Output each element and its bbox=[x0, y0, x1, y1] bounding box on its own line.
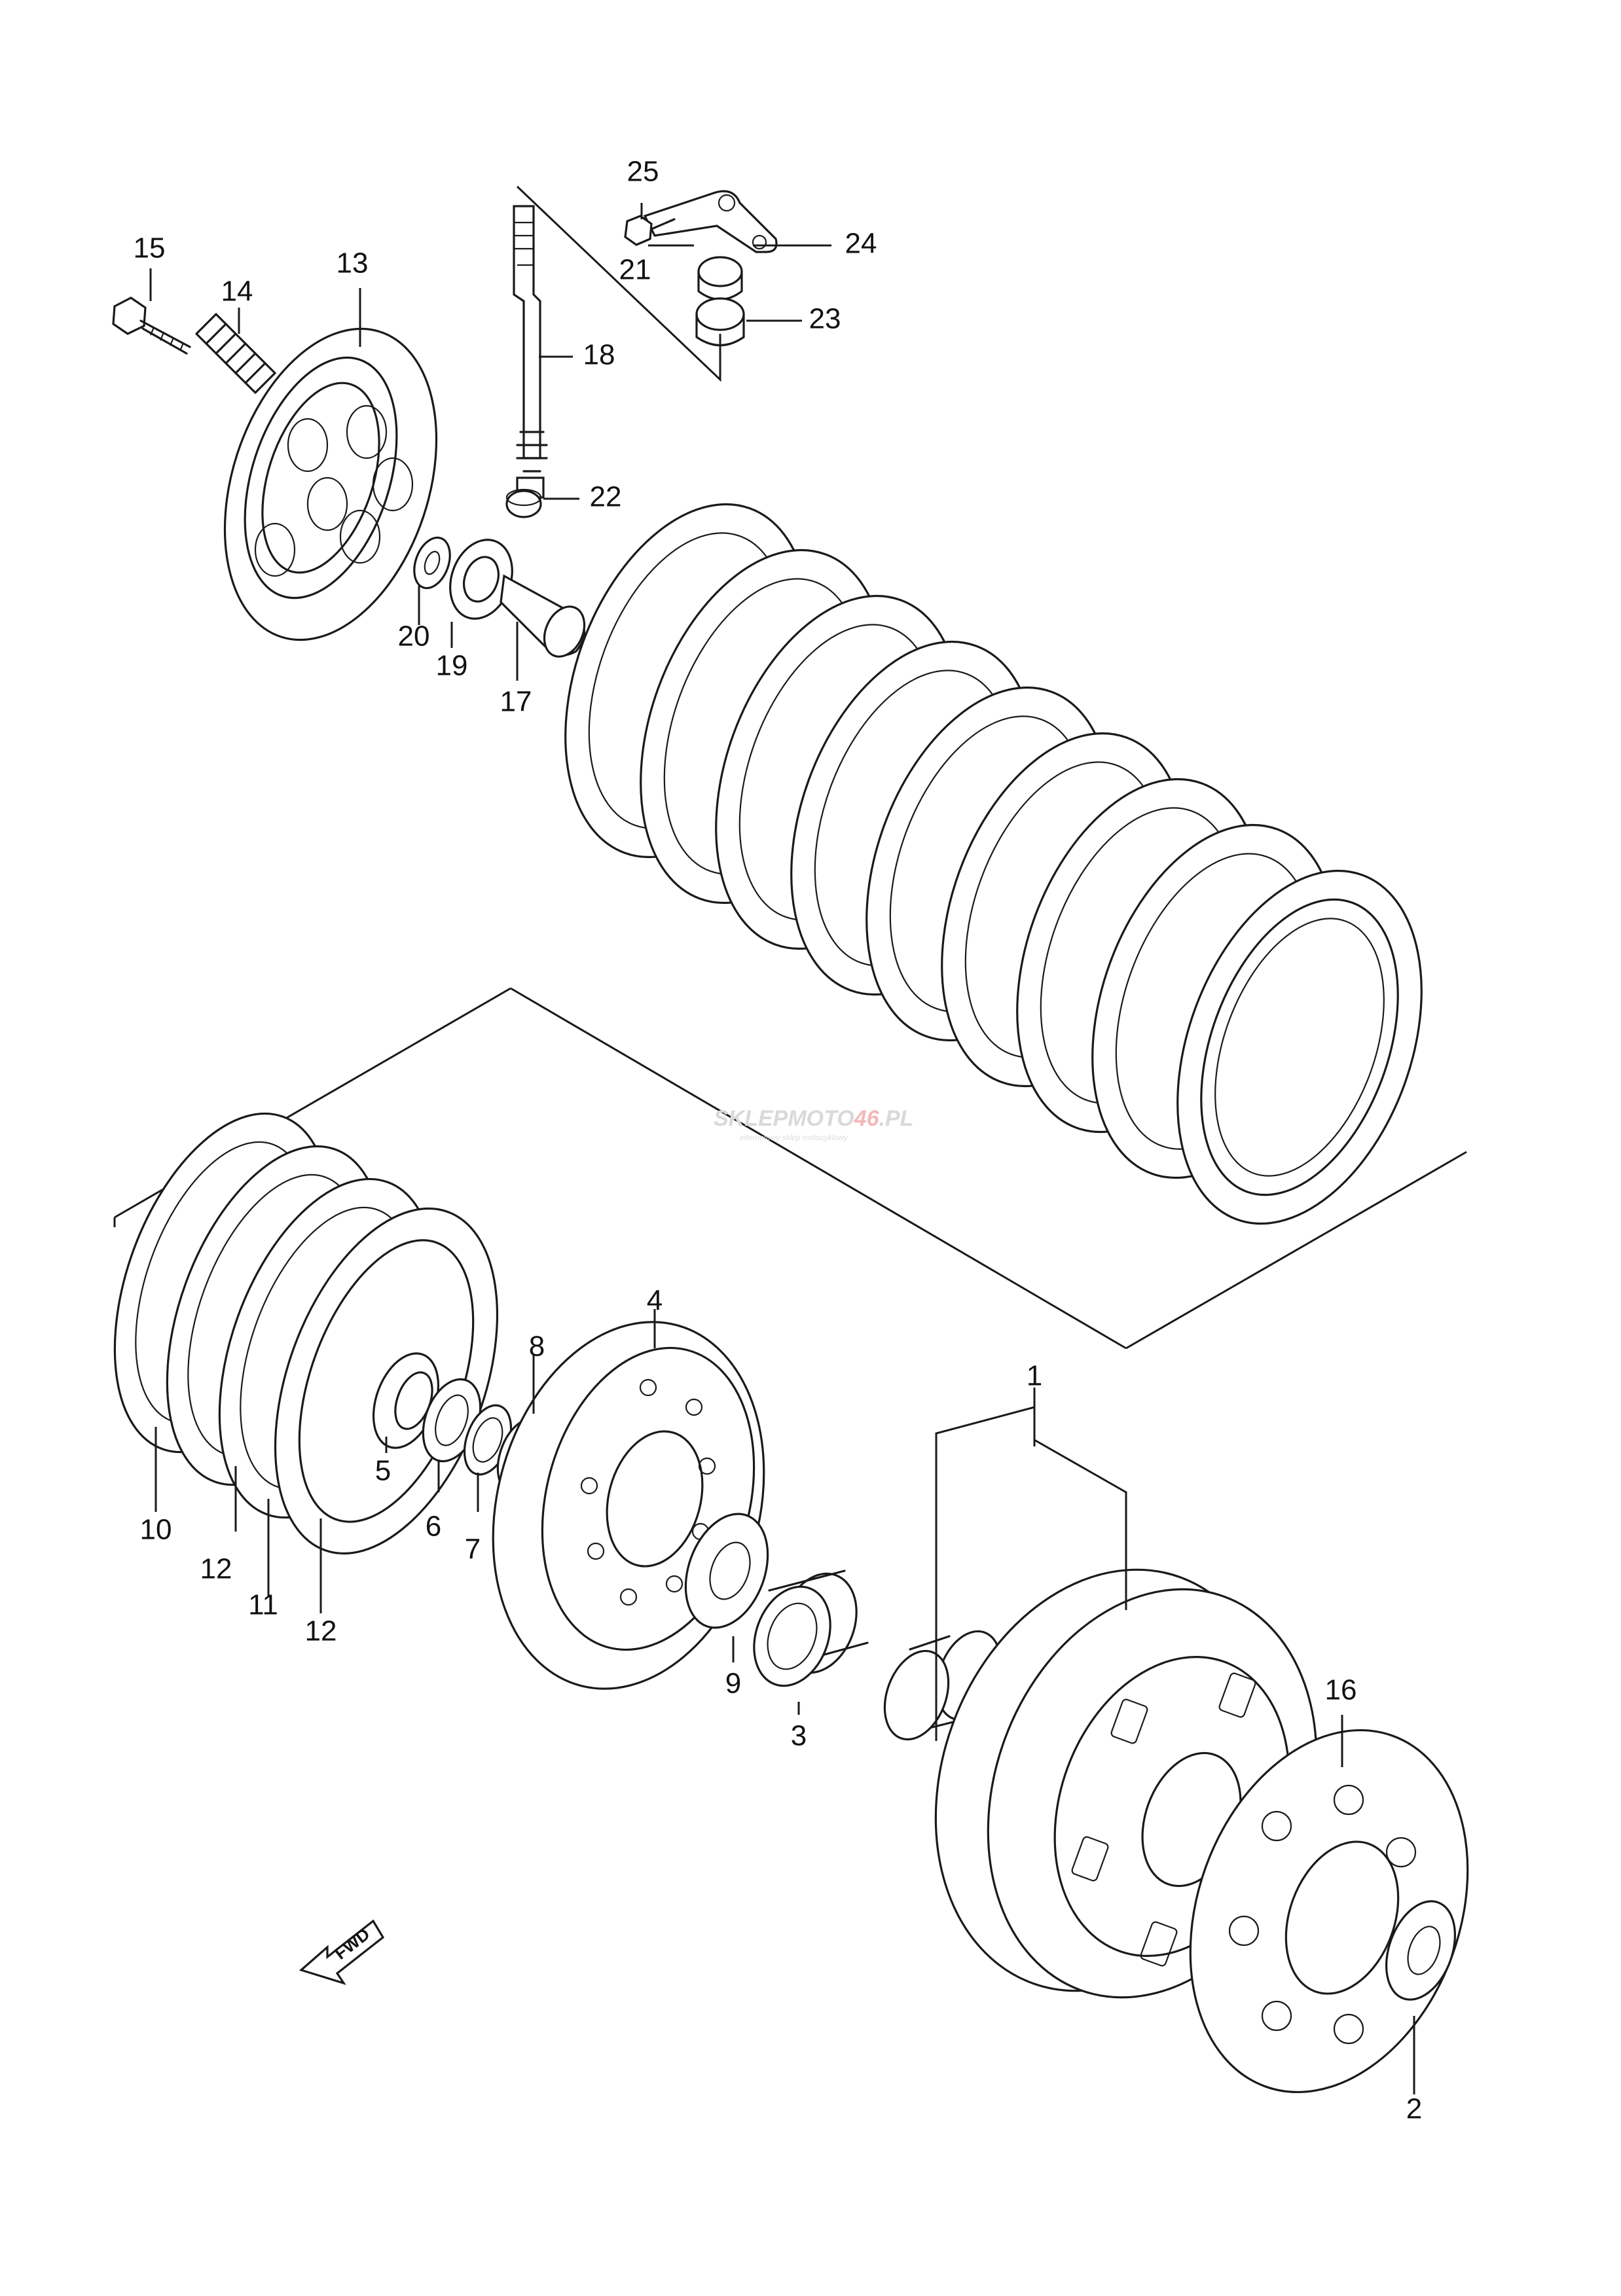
clutch-sleeve-hub bbox=[492, 1321, 765, 1690]
callout-19: 19 bbox=[436, 650, 468, 682]
callout-17: 17 bbox=[500, 686, 532, 718]
watermark-part2: 46 bbox=[854, 1106, 880, 1131]
pressure-plate bbox=[223, 327, 438, 641]
release-bearing-upper bbox=[697, 256, 743, 300]
thrust-washer-2 bbox=[1385, 1900, 1457, 2001]
callout-13: 13 bbox=[337, 247, 369, 279]
callout-22: 22 bbox=[590, 481, 622, 513]
push-piece-17 bbox=[500, 574, 586, 658]
callout-12a: 12 bbox=[200, 1553, 232, 1585]
callout-16: 16 bbox=[1325, 1674, 1357, 1706]
callout-4: 4 bbox=[647, 1285, 663, 1317]
shaft-oil-seal bbox=[505, 488, 542, 518]
callout-labels: 1 2 3 4 5 6 7 8 9 10 11 12 12 13 14 15 1… bbox=[134, 156, 1423, 2125]
clutch-spring-bolt bbox=[112, 296, 191, 355]
plate-group-bracket bbox=[113, 987, 1467, 1350]
callout-23: 23 bbox=[809, 303, 841, 335]
callout-24: 24 bbox=[845, 228, 877, 260]
callout-3: 3 bbox=[791, 1720, 807, 1752]
svg-text:SKLEPMOTO46.PL: SKLEPMOTO46.PL bbox=[714, 1106, 913, 1131]
callout-21: 21 bbox=[619, 254, 651, 286]
leader-lines bbox=[149, 203, 1415, 2094]
release-shaft bbox=[513, 205, 548, 499]
watermark-tagline: internetowy sklep motocyklowy bbox=[740, 1133, 848, 1142]
thrust-washer-9 bbox=[684, 1513, 769, 1629]
clutch-spring bbox=[195, 313, 276, 394]
upper-plate-stack bbox=[564, 503, 1423, 1225]
thrust-washer-20 bbox=[413, 536, 451, 590]
callout-14: 14 bbox=[221, 276, 253, 308]
lower-plate-stack bbox=[113, 1112, 499, 1555]
watermark: SKLEPMOTO46.PL internetowy sklep motocyk… bbox=[714, 1106, 913, 1142]
callout-9: 9 bbox=[725, 1668, 741, 1700]
release-arm-bolt bbox=[624, 215, 676, 246]
callout-11: 11 bbox=[248, 1589, 278, 1621]
watermark-part3: .PL bbox=[879, 1106, 914, 1131]
callout-2: 2 bbox=[1406, 2093, 1422, 2125]
callout-15: 15 bbox=[134, 232, 166, 264]
callout-18: 18 bbox=[583, 339, 615, 371]
release-arm bbox=[643, 190, 778, 253]
callout-5: 5 bbox=[375, 1455, 391, 1487]
callout-7: 7 bbox=[465, 1534, 481, 1566]
callout-1: 1 bbox=[1027, 1360, 1042, 1392]
callout-8: 8 bbox=[529, 1331, 545, 1363]
callout-6: 6 bbox=[426, 1511, 441, 1543]
needle-bearing-3 bbox=[753, 1570, 869, 1687]
callout-25: 25 bbox=[627, 156, 659, 188]
release-bearing-lower bbox=[695, 297, 745, 347]
release-shaft-bracket-lines bbox=[516, 185, 721, 382]
fwd-arrow-icon: FWD bbox=[299, 1919, 385, 1985]
callout-10: 10 bbox=[140, 1514, 172, 1546]
watermark-part1: SKLEPMOTO bbox=[714, 1106, 854, 1131]
callout-20: 20 bbox=[398, 620, 430, 653]
callout-12b: 12 bbox=[305, 1615, 337, 1647]
